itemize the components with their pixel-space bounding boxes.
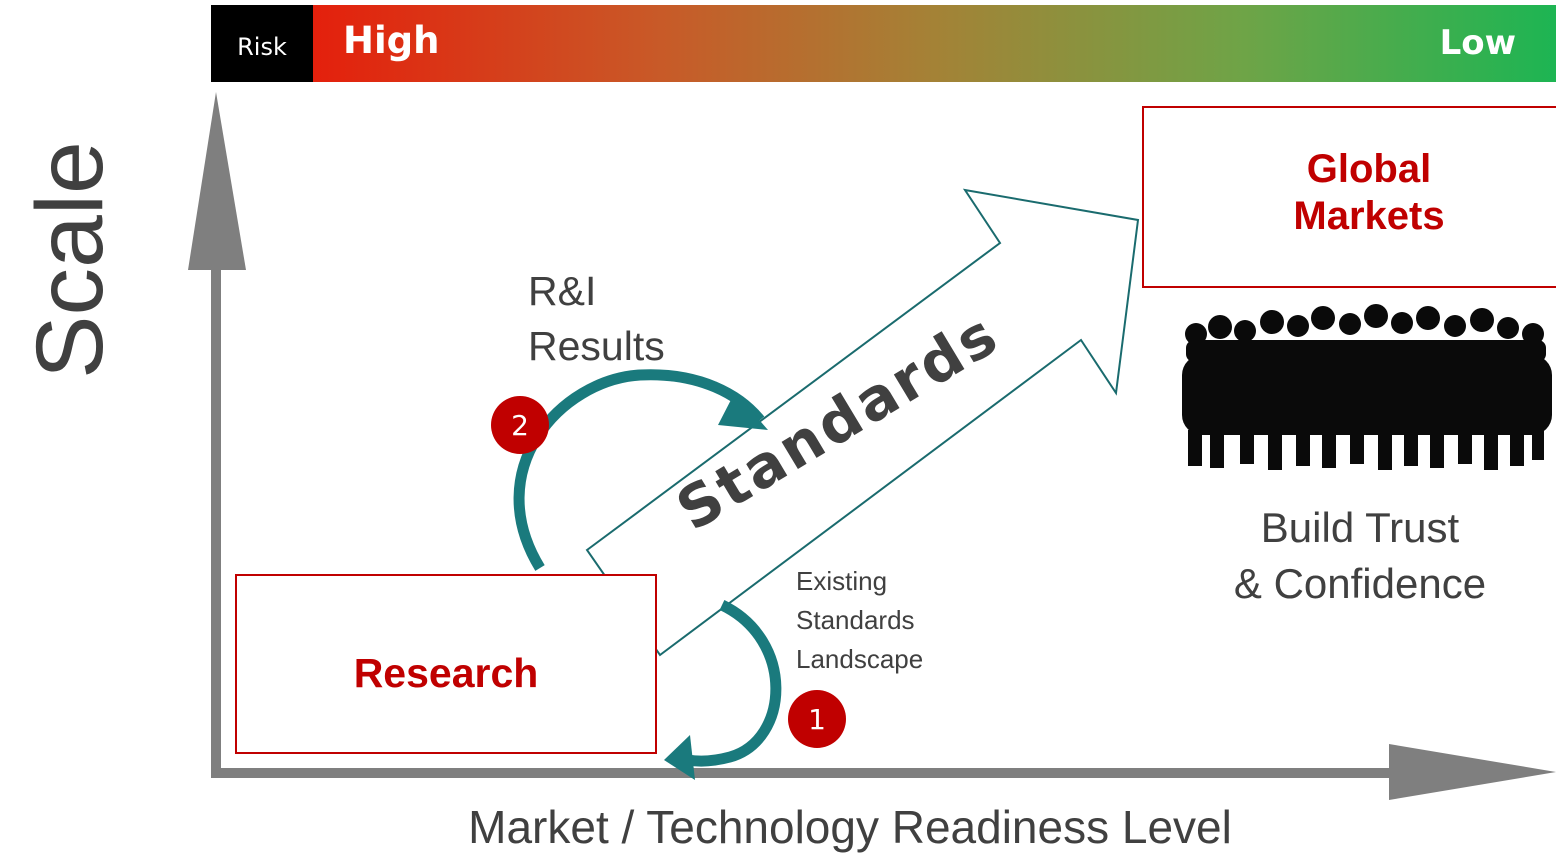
ri-results-arrowhead (718, 392, 768, 430)
crowd-silhouette-icon (1182, 304, 1552, 470)
global-markets-box: Global Markets (1142, 106, 1556, 288)
x-axis-line (211, 768, 1401, 778)
x-axis-arrowhead (1389, 744, 1556, 800)
y-axis-arrowhead (188, 92, 246, 270)
x-axis-label: Market / Technology Readiness Level (468, 801, 1232, 853)
risk-high-label: High (343, 19, 440, 62)
existing-standards-curve-arrow (687, 600, 782, 767)
global-markets-title: Global Markets (1293, 147, 1445, 238)
step-1-badge: 1 (788, 690, 846, 748)
standards-arrow (585, 188, 1140, 657)
y-axis-label: Scale (17, 141, 123, 379)
ri-results-curve-arrow (513, 369, 765, 571)
risk-gradient: High Low (313, 5, 1556, 82)
ri-results-label: R&I Results (528, 268, 665, 369)
y-axis-line (211, 260, 221, 778)
risk-bar: Risk High Low (211, 5, 1556, 82)
risk-label: Risk (211, 5, 313, 82)
research-title: Research (353, 649, 539, 696)
existing-standards-label: Existing Standards Landscape (796, 566, 924, 674)
risk-low-label: Low (1439, 23, 1516, 63)
build-trust-label: Build Trust & Confidence (1233, 504, 1487, 607)
existing-standards-arrowhead (664, 735, 695, 780)
step-2-badge: 2 (491, 396, 549, 454)
research-box: Research (235, 574, 657, 754)
